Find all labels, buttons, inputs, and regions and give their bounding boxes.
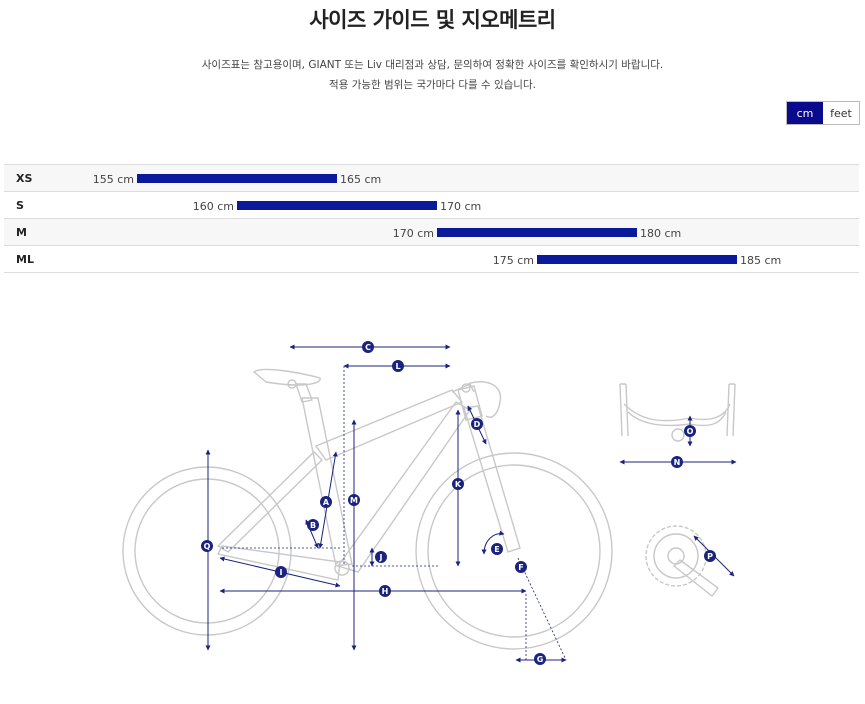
svg-text:A: A — [323, 498, 330, 507]
bike-frame-drawing — [122, 368, 736, 650]
svg-text:H: H — [382, 587, 389, 596]
marker-q: Q — [201, 540, 213, 552]
svg-text:F: F — [518, 563, 523, 572]
unit-toggle: cm feet — [786, 101, 860, 125]
marker-b: B — [307, 519, 319, 531]
svg-text:G: G — [537, 655, 544, 664]
description-line-1: 사이즈표는 참고용이며, GIANT 또는 Liv 대리점과 상담, 문의하여 … — [201, 59, 664, 71]
size-row-s: S 160 cm 170 cm — [4, 192, 859, 219]
size-label: M — [16, 226, 27, 239]
size-label: XS — [16, 172, 33, 185]
marker-f: F — [515, 561, 527, 573]
size-label: S — [16, 199, 24, 212]
svg-text:B: B — [310, 521, 316, 530]
max-height-label: 165 cm — [340, 173, 382, 186]
marker-k: K — [452, 478, 464, 490]
svg-text:L: L — [395, 362, 400, 371]
size-row-ml: ML 175 cm 185 cm — [4, 246, 859, 273]
marker-i: I — [275, 566, 287, 578]
marker-d: D — [471, 418, 483, 430]
height-range-bar — [437, 228, 637, 237]
svg-text:O: O — [687, 427, 694, 436]
svg-text:C: C — [365, 343, 371, 352]
marker-o: O — [684, 425, 696, 437]
description-line-2: 적용 가능한 범위는 국가마다 다를 수 있습니다. — [329, 79, 536, 91]
svg-text:J: J — [379, 553, 383, 562]
max-height-label: 185 cm — [740, 254, 782, 267]
marker-n: N — [671, 456, 683, 468]
marker-c: C — [362, 341, 374, 353]
marker-g: G — [534, 653, 546, 665]
svg-text:N: N — [674, 458, 681, 467]
marker-l: L — [392, 360, 404, 372]
min-height-label: 160 cm — [192, 200, 234, 213]
size-label: ML — [16, 253, 34, 266]
unit-feet-button[interactable]: feet — [823, 102, 859, 124]
marker-h: H — [379, 585, 391, 597]
page-title: 사이즈 가이드 및 지오메트리 — [309, 8, 556, 32]
min-height-label: 170 cm — [392, 227, 434, 240]
unit-cm-button[interactable]: cm — [787, 102, 823, 124]
svg-text:I: I — [280, 568, 283, 577]
svg-text:Q: Q — [204, 542, 211, 551]
svg-text:E: E — [494, 545, 499, 554]
height-range-bar — [237, 201, 437, 210]
min-height-label: 175 cm — [492, 254, 534, 267]
height-range-bar — [537, 255, 737, 264]
geometry-markers: A B C D E F G H I J K L M N O P Q — [201, 341, 716, 665]
svg-text:K: K — [455, 480, 462, 489]
marker-m: M — [348, 494, 360, 506]
max-height-label: 170 cm — [440, 200, 482, 213]
marker-a: A — [320, 496, 332, 508]
size-row-xs: XS 155 cm 165 cm — [4, 165, 859, 192]
svg-text:D: D — [474, 420, 481, 429]
min-height-label: 155 cm — [92, 173, 134, 186]
size-chart: XS 155 cm 165 cm S 160 cm 170 cm M 170 c… — [4, 164, 859, 273]
svg-text:M: M — [350, 496, 358, 505]
svg-text:P: P — [707, 552, 713, 561]
marker-e: E — [491, 543, 503, 555]
marker-j: J — [375, 551, 387, 563]
max-height-label: 180 cm — [640, 227, 682, 240]
size-row-m: M 170 cm 180 cm — [4, 219, 859, 246]
height-range-bar — [137, 174, 337, 183]
marker-p: P — [704, 550, 716, 562]
